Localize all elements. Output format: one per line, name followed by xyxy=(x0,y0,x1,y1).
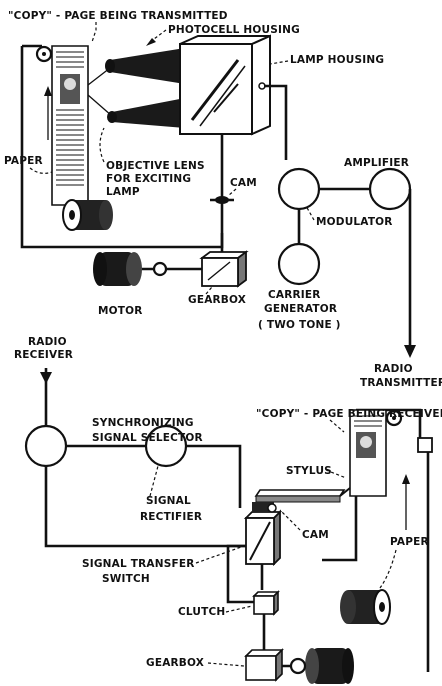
label-cam-top: CAM xyxy=(230,177,257,189)
label-signal-rectifier-1: SIGNAL xyxy=(146,495,191,507)
amplifier-circle xyxy=(368,167,412,211)
label-objective-lens-2: FOR EXCITING xyxy=(106,173,191,185)
label-photocell-housing: PHOTOCELL HOUSING xyxy=(168,24,300,36)
label-gearbox-bottom: GEARBOX xyxy=(146,657,204,669)
label-signal-transfer-1: SIGNAL TRANSFER xyxy=(82,558,195,570)
sync-selector-circle xyxy=(24,424,68,468)
transmitter-labels: "COPY" - PAGE BEING TRANSMITTED PHOTOCEL… xyxy=(4,10,409,331)
label-radio-receiver-1: RADIO xyxy=(28,336,67,348)
carrier-generator-circle xyxy=(277,242,321,286)
photocell-housing-icon xyxy=(87,48,185,128)
label-modulator: MODULATOR xyxy=(316,216,393,228)
label-radio-transmitter-1: RADIO xyxy=(374,363,413,375)
label-carrier-1: CARRIER xyxy=(268,289,321,301)
stylus-icon xyxy=(254,487,351,503)
label-clutch: CLUTCH xyxy=(178,606,225,618)
label-signal-transfer-2: SWITCH xyxy=(102,573,150,585)
label-carrier-3: ( TWO TONE ) xyxy=(258,319,341,331)
receiver-labels: RADIO RECEIVER RADIO TRANSMITTER SYNCHRO… xyxy=(14,336,442,669)
signal-transfer-switch-icon xyxy=(243,509,283,567)
gearbox-icon xyxy=(244,648,284,682)
label-sync-1: SYNCHRONIZING xyxy=(92,417,194,429)
label-paper-bottom: PAPER xyxy=(390,536,429,548)
label-stylus: STYLUS xyxy=(286,465,332,477)
cam-icon xyxy=(252,502,277,513)
label-objective-lens-1: OBJECTIVE LENS xyxy=(106,160,205,172)
paper-roll-icon xyxy=(62,199,113,231)
paper-roll-icon xyxy=(340,589,391,625)
label-amplifier: AMPLIFIER xyxy=(344,157,409,169)
label-cam-bottom: CAM xyxy=(302,529,329,541)
label-motor: MOTOR xyxy=(98,305,143,317)
label-sync-2: SIGNAL SELECTOR xyxy=(92,432,203,444)
label-gearbox-top: GEARBOX xyxy=(188,294,246,306)
label-signal-rectifier-2: RECTIFIER xyxy=(140,511,202,523)
label-carrier-2: GENERATOR xyxy=(264,303,337,315)
cam-icon xyxy=(210,196,234,204)
motor-icon xyxy=(93,252,202,286)
clutch-icon xyxy=(252,590,280,616)
label-paper-top: PAPER xyxy=(4,155,43,167)
modulator-circle xyxy=(277,167,321,211)
label-radio-transmitter-2: TRANSMITTER xyxy=(360,377,442,389)
motor-icon xyxy=(282,648,354,684)
label-lamp-housing: LAMP HOUSING xyxy=(290,54,384,66)
label-copy-received: "COPY" - PAGE BEING RECEIVED xyxy=(256,408,442,420)
gearbox-icon xyxy=(199,250,249,288)
label-copy-transmitted: "COPY" - PAGE BEING TRANSMITTED xyxy=(8,10,228,22)
lamp-housing-icon xyxy=(179,34,271,136)
transmitter-section xyxy=(20,34,416,358)
label-objective-lens-3: LAMP xyxy=(106,186,140,198)
receiver-section xyxy=(24,368,433,684)
label-radio-receiver-2: RECEIVER xyxy=(14,349,73,361)
transmitted-paper xyxy=(51,45,89,206)
